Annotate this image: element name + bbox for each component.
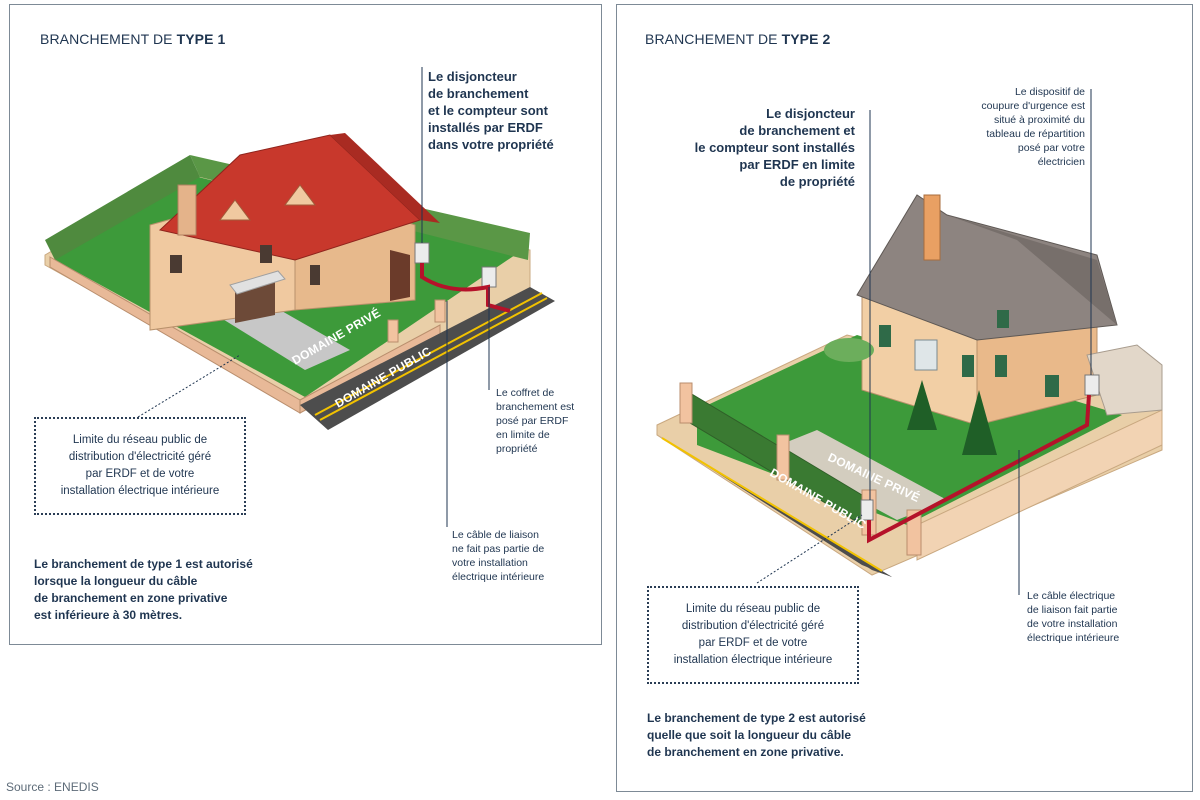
- emergency-switch-icon: [1084, 374, 1100, 396]
- illustration-type-2: DOMAINE PRIVÉ DOMAINE PUBLIC: [655, 89, 1163, 595]
- footer-text-type-2: Le branchement de type 2 est autorisé qu…: [647, 711, 866, 759]
- chimney: [177, 184, 197, 236]
- panel-title-type-2: BRANCHEMENT DE TYPE 2: [645, 31, 830, 47]
- coffret-note: Le coffret de branchement est posé par E…: [496, 387, 575, 455]
- title-prefix: BRANCHEMENT DE: [40, 31, 177, 47]
- panel-type-1: BRANCHEMENT DE TYPE 1: [9, 4, 602, 645]
- title-prefix: BRANCHEMENT DE: [645, 31, 782, 47]
- lead-text-type-2: Le disjoncteur de branchement et le comp…: [694, 106, 855, 189]
- tree-icon: [962, 390, 997, 455]
- limit-box-type-1: Limite du réseau public de distribution …: [34, 417, 246, 515]
- panel-title-type-1: BRANCHEMENT DE TYPE 1: [40, 31, 225, 47]
- title-bold: TYPE 2: [781, 31, 831, 47]
- chimney: [923, 194, 941, 261]
- path: [767, 430, 947, 520]
- source-credit: Source : ENEDIS: [6, 780, 99, 794]
- cable-line: [867, 394, 1091, 544]
- dispositif-note: Le dispositif de coupure d'urgence est s…: [981, 86, 1085, 168]
- cable-line: [420, 263, 511, 313]
- hedge-left: [45, 155, 200, 260]
- cable-note-type-2: Le câble électrique de liaison fait part…: [1027, 590, 1120, 644]
- illustration-type-1: DOMAINE PRIVÉ DOMAINE PUBLIC: [44, 67, 555, 527]
- footer-text-type-1: Le branchement de type 1 est autorisé lo…: [34, 557, 253, 622]
- limit-box-type-2: Limite du réseau public de distribution …: [647, 586, 859, 684]
- cable-note-type-1: Le câble de liaison ne fait pas partie d…: [452, 529, 545, 583]
- roof: [856, 194, 1118, 341]
- tree-icon: [907, 380, 937, 430]
- road: [300, 287, 555, 430]
- title-bold: TYPE 1: [176, 31, 226, 47]
- coffret-box-icon: [481, 266, 497, 288]
- meter-box-icon: [414, 242, 430, 264]
- lead-text-type-1: Le disjoncteur de branchement et le comp…: [428, 69, 554, 152]
- panel-type-2: BRANCHEMENT DE TYPE 2: [616, 4, 1193, 792]
